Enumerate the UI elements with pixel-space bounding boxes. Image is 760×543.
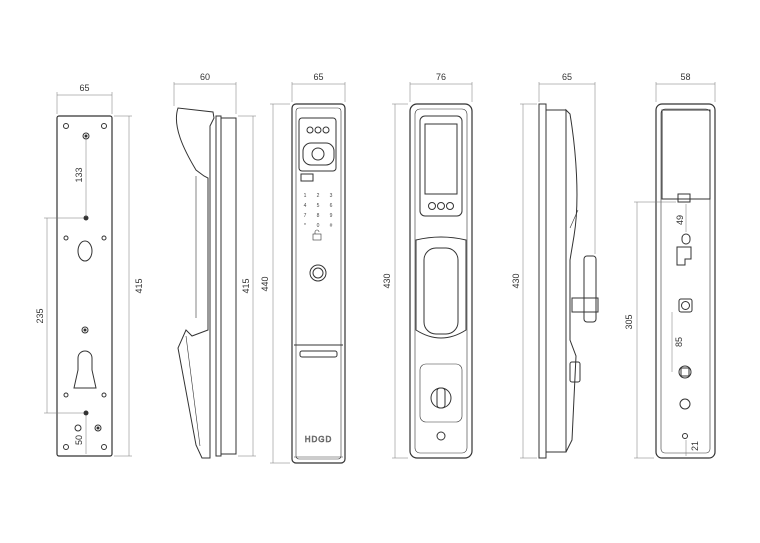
key-hash: # <box>330 223 333 229</box>
dim-v3-height: 440 <box>260 276 270 291</box>
key-2: 2 <box>317 193 320 199</box>
dim-v5-width: 65 <box>562 72 572 82</box>
key-6: 6 <box>330 203 333 209</box>
view-side-handle <box>520 82 599 459</box>
dim-v1-height: 415 <box>134 278 144 293</box>
brand-logo: HDGD <box>305 435 333 444</box>
key-1: 1 <box>304 193 307 199</box>
dim-v1-hole-spacing: 133 <box>74 167 84 182</box>
dim-v2-height: 415 <box>241 278 251 293</box>
dim-v1-span: 235 <box>35 308 45 323</box>
key-0: 0 <box>317 223 320 229</box>
view-front-keypad <box>270 82 346 464</box>
key-5: 5 <box>317 203 320 209</box>
keypad: 1 2 3 4 5 6 7 8 9 * 0 # <box>304 193 333 229</box>
key-9: 9 <box>330 213 333 219</box>
dim-v6-mid: 85 <box>674 337 684 347</box>
dim-v4-width: 76 <box>436 72 446 82</box>
dim-v6-width: 58 <box>680 72 690 82</box>
dim-v6-height: 305 <box>624 314 634 329</box>
dim-v6-bottom: 21 <box>690 441 700 451</box>
dim-v1-bottom: 50 <box>74 435 84 445</box>
view-back-plate <box>44 92 132 457</box>
view-side-profile <box>173 82 256 459</box>
key-3: 3 <box>330 193 333 199</box>
dim-v3-width: 65 <box>313 72 323 82</box>
dim-v1-width: 65 <box>79 83 89 93</box>
key-7: 7 <box>304 213 307 219</box>
key-star: * <box>304 223 306 229</box>
view-back-inner <box>634 82 716 459</box>
key-4: 4 <box>304 203 307 209</box>
dim-v5-height: 430 <box>511 273 521 288</box>
view-screen-front <box>392 82 473 459</box>
dim-v6-top: 49 <box>675 215 685 225</box>
dim-v2-width: 60 <box>200 72 210 82</box>
dim-v4-height: 430 <box>382 273 392 288</box>
key-8: 8 <box>317 213 320 219</box>
